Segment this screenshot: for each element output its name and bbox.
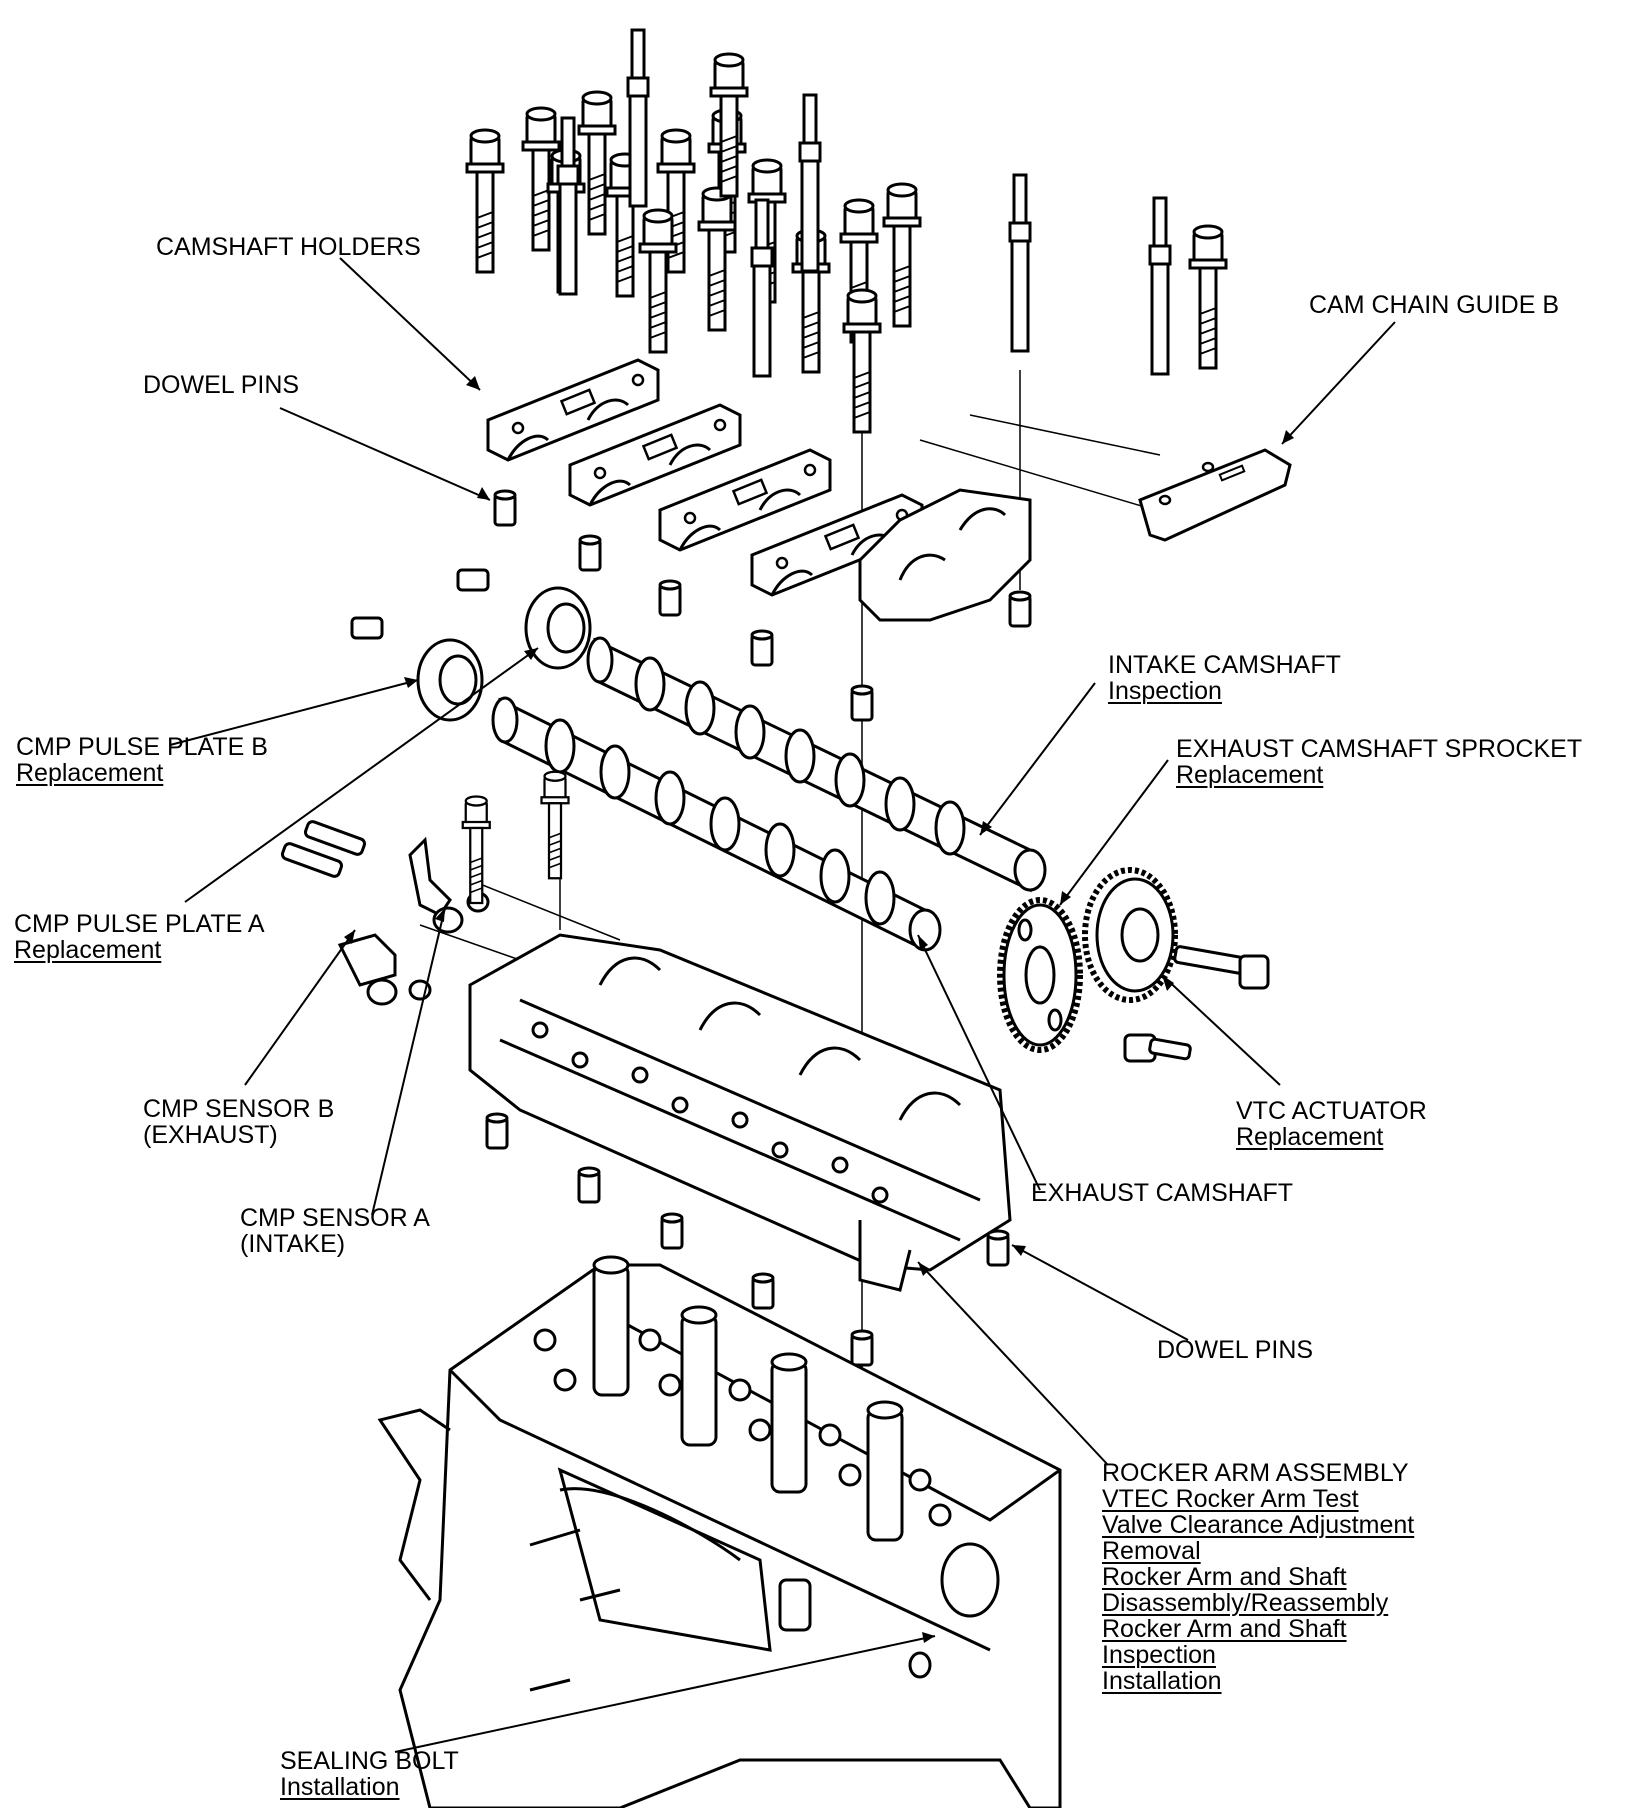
removal-link[interactable]: Removal [1102, 1537, 1201, 1565]
label-exhaust-camshaft: EXHAUST CAMSHAFT [1031, 1180, 1293, 1206]
dowel-pins-lower-title: DOWEL PINS [1157, 1336, 1314, 1364]
inspection-link[interactable]: Inspection [1102, 1641, 1216, 1669]
dowel-pins-title: DOWEL PINS [143, 371, 300, 399]
sealing-bolt-installation-link[interactable]: Installation [280, 1773, 400, 1801]
camshaft-holders-title: CAMSHAFT HOLDERS [156, 233, 421, 261]
label-cmp-pulse-plate-a: CMP PULSE PLATE A Replacement [14, 911, 265, 963]
installation-link[interactable]: Installation [1102, 1667, 1222, 1695]
label-vtc-actuator: VTC ACTUATOR Replacement [1236, 1098, 1427, 1150]
disassembly-reassembly-link[interactable]: Disassembly/Reassembly [1102, 1589, 1389, 1617]
label-dowel-pins-upper: DOWEL PINS [143, 372, 299, 398]
vtc-actuator [1082, 867, 1270, 1063]
label-cmp-sensor-a: CMP SENSOR A (INTAKE) [240, 1205, 430, 1257]
rocker-arm-assembly-title: ROCKER ARM ASSEMBLY [1102, 1459, 1409, 1487]
cmp-pulse-plates [350, 568, 592, 722]
sealing-bolt-title: SEALING BOLT [280, 1747, 459, 1775]
intake-camshaft [586, 636, 1047, 893]
cmp-pulse-plate-b-replacement-link[interactable]: Replacement [16, 759, 164, 787]
label-cmp-pulse-plate-b: CMP PULSE PLATE B Replacement [16, 734, 268, 786]
camshaft-holders [486, 358, 1032, 622]
rocker-arm-and-shaft-inspection-link[interactable]: Rocker Arm and Shaft [1102, 1615, 1347, 1643]
label-cmp-sensor-b: CMP SENSOR B (EXHAUST) [143, 1096, 334, 1148]
exhaust-camshaft-title: EXHAUST CAMSHAFT [1031, 1179, 1294, 1207]
exhaust-camshaft-sprocket-title: EXHAUST CAMSHAFT SPROCKET [1176, 735, 1583, 763]
label-cam-chain-guide-b: CAM CHAIN GUIDE B [1309, 292, 1559, 318]
cylinder-head-bolts [465, 52, 1228, 434]
exhaust-camshaft [491, 696, 942, 953]
rocker-arm-assembly [468, 933, 1012, 1292]
label-dowel-pins-lower: DOWEL PINS [1157, 1337, 1313, 1363]
cmp-sensor-a-title: CMP SENSOR A [240, 1204, 430, 1232]
rocker-arm-and-shaft-disassembly-link[interactable]: Rocker Arm and Shaft [1102, 1563, 1347, 1591]
leader-lines [169, 257, 1396, 1753]
vtc-actuator-title: VTC ACTUATOR [1236, 1097, 1427, 1125]
vtc-actuator-replacement-link[interactable]: Replacement [1236, 1123, 1384, 1151]
intake-camshaft-title: INTAKE CAMSHAFT [1108, 651, 1341, 679]
cmp-sensor-b-subtitle: (EXHAUST) [143, 1121, 278, 1149]
cylinder-head [377, 1255, 1062, 1808]
label-rocker-arm-assembly: ROCKER ARM ASSEMBLY VTEC Rocker Arm Test… [1102, 1460, 1414, 1694]
cmp-sensor-b-title: CMP SENSOR B [143, 1095, 335, 1123]
label-exhaust-camshaft-sprocket: EXHAUST CAMSHAFT SPROCKET Replacement [1176, 736, 1582, 788]
cmp-sensors [280, 770, 570, 1006]
cam-chain-guide-b [1138, 448, 1292, 542]
valve-clearance-adjustment-link[interactable]: Valve Clearance Adjustment [1102, 1511, 1415, 1539]
exhaust-camshaft-sprocket [997, 897, 1083, 1053]
exhaust-camshaft-sprocket-replacement-link[interactable]: Replacement [1176, 761, 1324, 789]
label-camshaft-holders: CAMSHAFT HOLDERS [156, 234, 421, 260]
intake-camshaft-inspection-link[interactable]: Inspection [1108, 677, 1222, 705]
label-sealing-bolt: SEALING BOLT Installation [280, 1748, 459, 1800]
cam-chain-guide-b-title: CAM CHAIN GUIDE B [1309, 291, 1560, 319]
vtec-rocker-arm-test-link[interactable]: VTEC Rocker Arm Test [1102, 1485, 1359, 1513]
cmp-pulse-plate-a-replacement-link[interactable]: Replacement [14, 936, 162, 964]
label-intake-camshaft: INTAKE CAMSHAFT Inspection [1108, 652, 1341, 704]
cmp-pulse-plate-b-title: CMP PULSE PLATE B [16, 733, 268, 761]
leader-arrowheads [344, 376, 1294, 1643]
cmp-sensor-a-subtitle: (INTAKE) [240, 1230, 346, 1258]
cmp-pulse-plate-a-title: CMP PULSE PLATE A [14, 910, 265, 938]
